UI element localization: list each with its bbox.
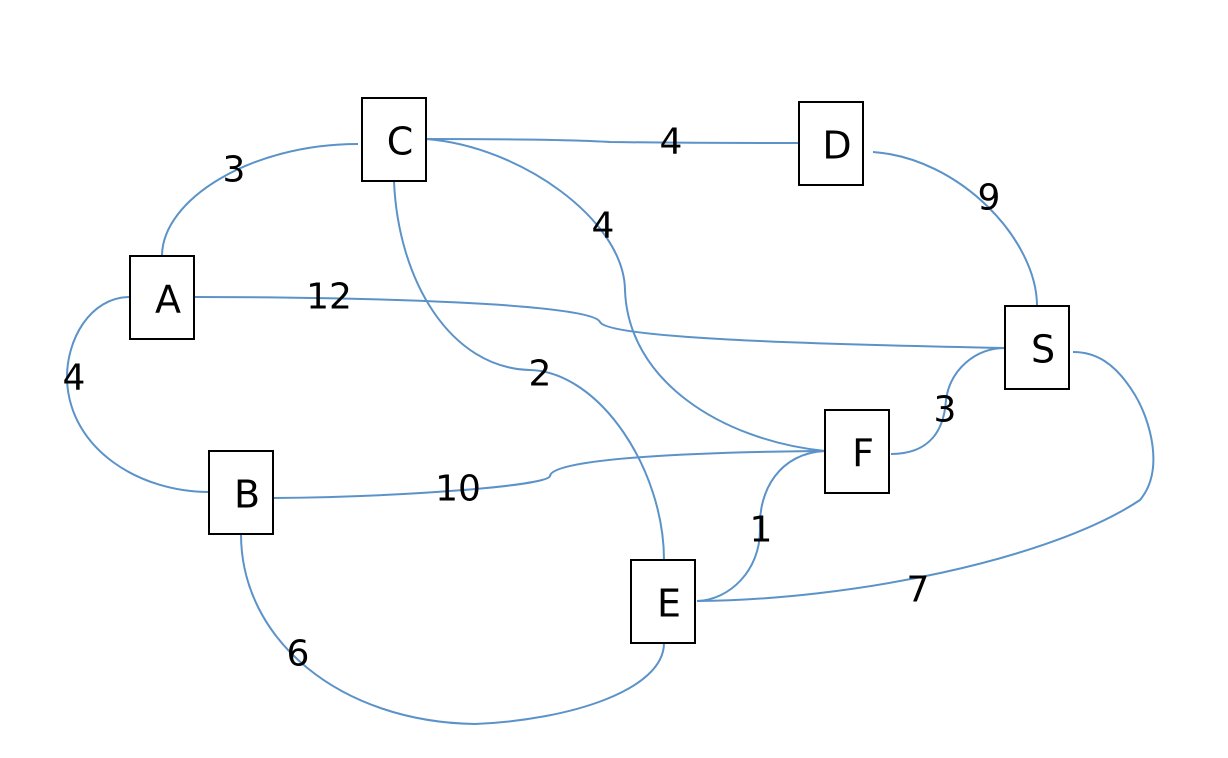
- node-d: D: [798, 101, 864, 186]
- edge-weight-a-b: 4: [63, 358, 86, 399]
- edge-a-s: [193, 296, 1006, 349]
- edge-e-s: [696, 351, 1155, 602]
- edge-weight-d-s: 9: [978, 178, 1001, 219]
- edge-weight-c-e: 2: [529, 354, 552, 395]
- edge-c-e: [393, 180, 665, 561]
- node-label: E: [657, 582, 681, 626]
- node-s: S: [1004, 305, 1070, 390]
- edge-weight-b-e: 6: [287, 634, 310, 675]
- edges-layer: [65, 138, 1155, 726]
- node-label: C: [387, 120, 414, 164]
- edge-d-s: [872, 151, 1038, 307]
- node-label: F: [852, 432, 874, 476]
- node-a: A: [129, 255, 195, 340]
- edge-weight-f-e: 1: [750, 510, 773, 551]
- node-c: C: [361, 97, 427, 182]
- edge-weight-e-s: 7: [907, 570, 930, 611]
- node-box: [1004, 305, 1070, 390]
- node-box: [361, 97, 427, 182]
- node-f: F: [824, 409, 890, 494]
- node-box: [798, 101, 864, 186]
- node-label: B: [234, 473, 260, 517]
- node-label: A: [155, 278, 181, 322]
- node-box: [208, 450, 274, 535]
- node-b: B: [208, 450, 274, 535]
- node-label: S: [1031, 328, 1055, 372]
- edge-b-e: [240, 533, 665, 726]
- edge-weight-a-s: 12: [306, 277, 352, 318]
- edge-a-b: [65, 296, 210, 493]
- edge-weight-c-f: 4: [592, 206, 615, 247]
- edge-weight-c-d: 4: [660, 122, 683, 163]
- edge-weight-f-s: 3: [934, 390, 957, 431]
- node-box: [129, 255, 195, 340]
- edge-f-s: [890, 347, 1006, 455]
- edge-c-d: [425, 138, 800, 144]
- node-e: E: [630, 559, 696, 644]
- weights-layer: 3 4 9 4 12 2 4 10 3 1 7 6: [63, 122, 1001, 675]
- edge-weight-b-f: 10: [435, 469, 481, 510]
- nodes-layer: A B C D E F S: [129, 97, 1070, 644]
- node-label: D: [822, 124, 851, 168]
- node-box: [824, 409, 890, 494]
- edge-a-c: [161, 143, 359, 257]
- edge-b-f: [272, 450, 826, 499]
- edge-f-e: [696, 450, 826, 602]
- node-box: [630, 559, 696, 644]
- edge-weight-a-c: 3: [223, 150, 246, 191]
- edge-c-f: [425, 138, 826, 452]
